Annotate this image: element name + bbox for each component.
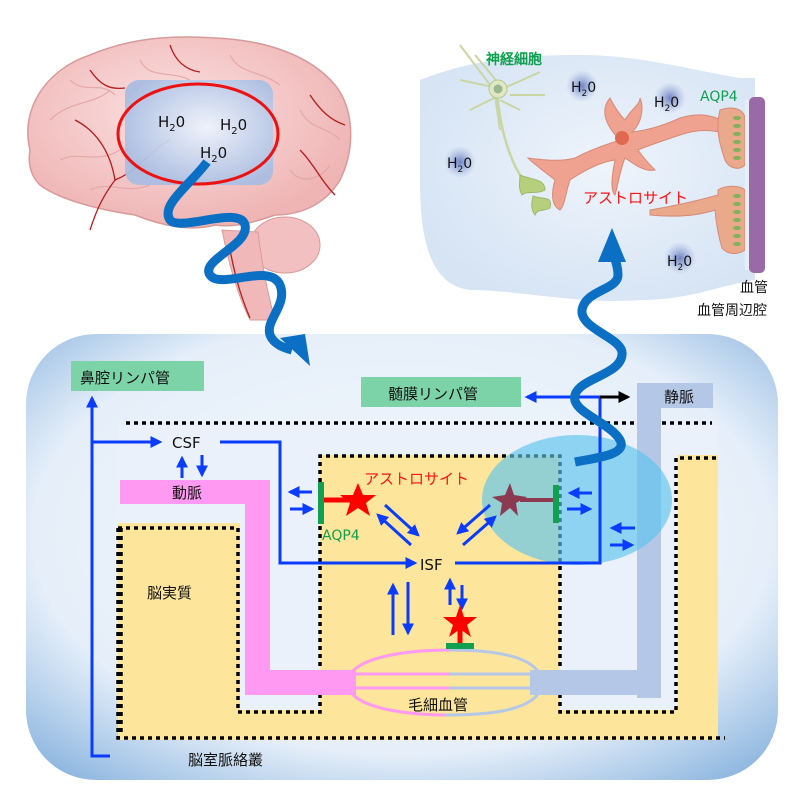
cell-panel-background <box>420 55 755 302</box>
nasal-lymph-box <box>71 361 204 391</box>
neuron-label: 神経細胞 <box>486 51 542 68</box>
capillary-outlet <box>538 670 568 695</box>
parenchyma-label: 脳実質 <box>147 584 192 602</box>
highlight-ellipse <box>482 435 672 565</box>
brain-illustration: H20 H20 H20 <box>27 36 352 321</box>
aqp4-bar <box>446 643 474 649</box>
astrocyte-cell <box>526 97 746 254</box>
neuron-nucleus <box>493 84 503 94</box>
meningeal-lymph-label: 髄膜リンパ管 <box>388 385 478 403</box>
astrocyte-schema-label: アストロサイト <box>364 470 469 488</box>
astrocyte-star-icon <box>340 483 376 516</box>
aqp4-label: AQP4 <box>700 89 738 105</box>
cell-water-label: H20 <box>654 95 679 114</box>
artery-label: 動脈 <box>172 484 202 502</box>
brain-region-box <box>125 80 273 185</box>
flow-lines <box>86 391 602 758</box>
brain-water-label: H20 <box>158 113 185 134</box>
capillary-inlet <box>320 670 356 695</box>
aqp4-schema-label: AQP4 <box>322 528 360 544</box>
perivascular-label: 血管周辺腔 <box>697 303 767 319</box>
neuron <box>459 44 552 217</box>
aqp4-bar <box>318 482 324 524</box>
csf-label: CSF <box>172 434 201 452</box>
astrocyte-label: アストロサイト <box>583 189 688 207</box>
wave-arrowhead-up <box>598 228 626 262</box>
cell-water-label: H20 <box>571 80 596 99</box>
cell-panel: 神経細胞 アストロサイト AQP4 <box>420 44 768 319</box>
vessel-label: 血管 <box>740 280 768 296</box>
water-blob <box>566 70 598 102</box>
schema-panel: 鼻腔リンパ管 髄膜リンパ管 静脈 動脈 毛細 <box>26 334 778 780</box>
exchange-arrows <box>176 455 635 636</box>
astrocyte-star-icon <box>492 483 527 516</box>
water-blob <box>654 82 686 114</box>
dotted-boundaries <box>116 421 725 740</box>
water-blob <box>664 242 696 274</box>
water-blob <box>444 146 476 178</box>
nasal-lymph-label: 鼻腔リンパ管 <box>80 369 170 387</box>
astrocyte-star-icon <box>443 605 477 637</box>
wave-arrowhead-down <box>280 334 310 366</box>
aqp4-channels <box>733 116 741 246</box>
brain-region-circle <box>116 82 280 186</box>
wave-arrow-down <box>163 159 294 355</box>
aqp4-bar <box>553 485 559 523</box>
vein-label: 静脈 <box>664 388 694 406</box>
artery <box>120 480 340 695</box>
astrocyte-nucleus <box>615 131 629 145</box>
cell-water-label: H20 <box>667 254 692 273</box>
blood-vessel <box>749 97 765 273</box>
wave-arrows <box>163 159 627 467</box>
isf-label: ISF <box>420 556 443 574</box>
cell-water-label: H20 <box>447 156 472 175</box>
wave-arrow-up <box>570 249 627 467</box>
capillary-label: 毛細血管 <box>408 696 468 714</box>
brain-gyri <box>49 54 341 191</box>
meningeal-lymph-box <box>361 377 521 407</box>
brain-water-label: H20 <box>220 116 247 137</box>
choroid-plexus-label: 脳室脈絡叢 <box>188 751 263 769</box>
brain-water-label: H20 <box>200 144 227 165</box>
